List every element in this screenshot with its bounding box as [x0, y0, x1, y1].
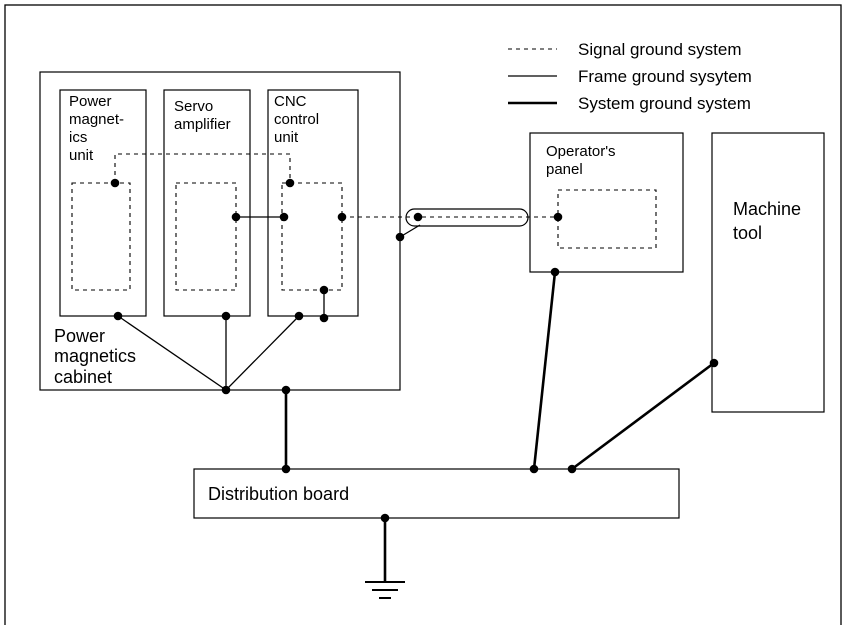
power-magnetics-unit-label: Power magnet- ics unit: [69, 93, 128, 164]
machine-tool: [711, 132, 825, 413]
cabinet-label: Power magnetics cabinet: [54, 326, 141, 387]
legend-frame-text: Frame ground sysytem: [578, 67, 752, 86]
junction-dots: [110, 178, 719, 523]
machine-tool-label: Machine tool: [733, 199, 806, 243]
servo-signal-board: [175, 182, 237, 291]
legend-system-text: System ground system: [578, 94, 751, 113]
cnc-control-unit-label: CNC control unit: [274, 93, 323, 146]
distribution-board-label: Distribution board: [208, 484, 349, 504]
operators-panel: [529, 132, 684, 273]
system-ground-lines: [284, 271, 715, 582]
power-unit-signal-board: [71, 182, 131, 291]
earth-ground-icon: [365, 581, 405, 599]
operators-panel-label: Operator's panel: [546, 143, 620, 178]
signal-link-top: [114, 153, 291, 183]
frame-ground-fan: [117, 315, 300, 391]
legend-signal-text: Signal ground system: [578, 40, 741, 59]
servo-amplifier-label: Servo amplifier: [174, 98, 231, 133]
shielded-cable: [405, 208, 529, 227]
outer-frame: [4, 4, 842, 630]
power-magnetics-unit: [59, 89, 147, 317]
distribution-board: [193, 468, 680, 519]
cnc-signal-board: [281, 182, 343, 291]
cnc-control-unit: [267, 89, 359, 317]
legend: Signal ground system Frame ground sysyte…: [508, 40, 752, 113]
